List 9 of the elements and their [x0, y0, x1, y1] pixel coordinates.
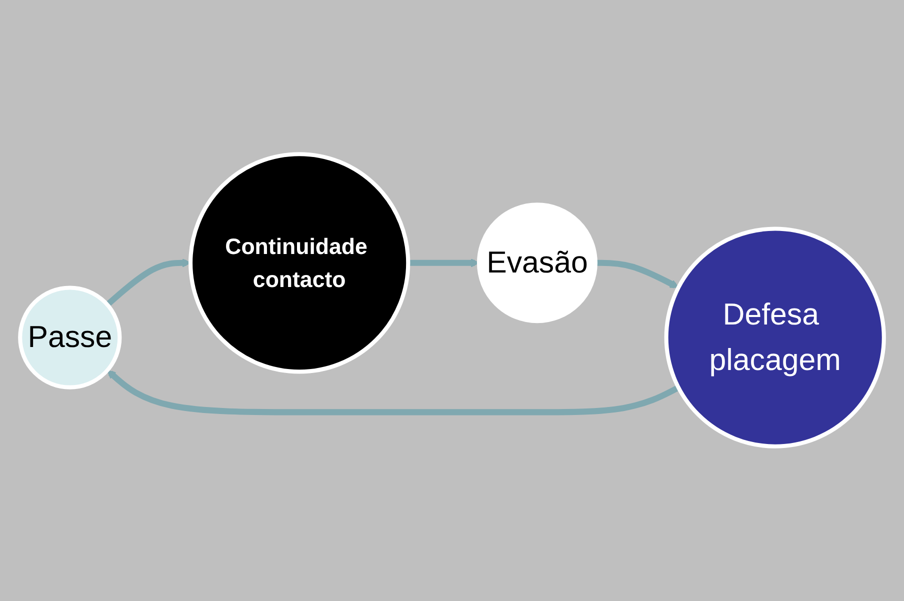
cycle-diagram: Passe Continuidade contacto Evasão Defesa placagem	[12, 146, 892, 455]
node-circle	[188, 152, 410, 374]
arrow	[595, 260, 679, 289]
node-circle	[476, 202, 598, 324]
node-circle	[18, 286, 122, 390]
arrow	[105, 258, 191, 308]
arrow	[408, 258, 480, 268]
node-circle	[664, 227, 886, 449]
arrow	[106, 370, 680, 416]
